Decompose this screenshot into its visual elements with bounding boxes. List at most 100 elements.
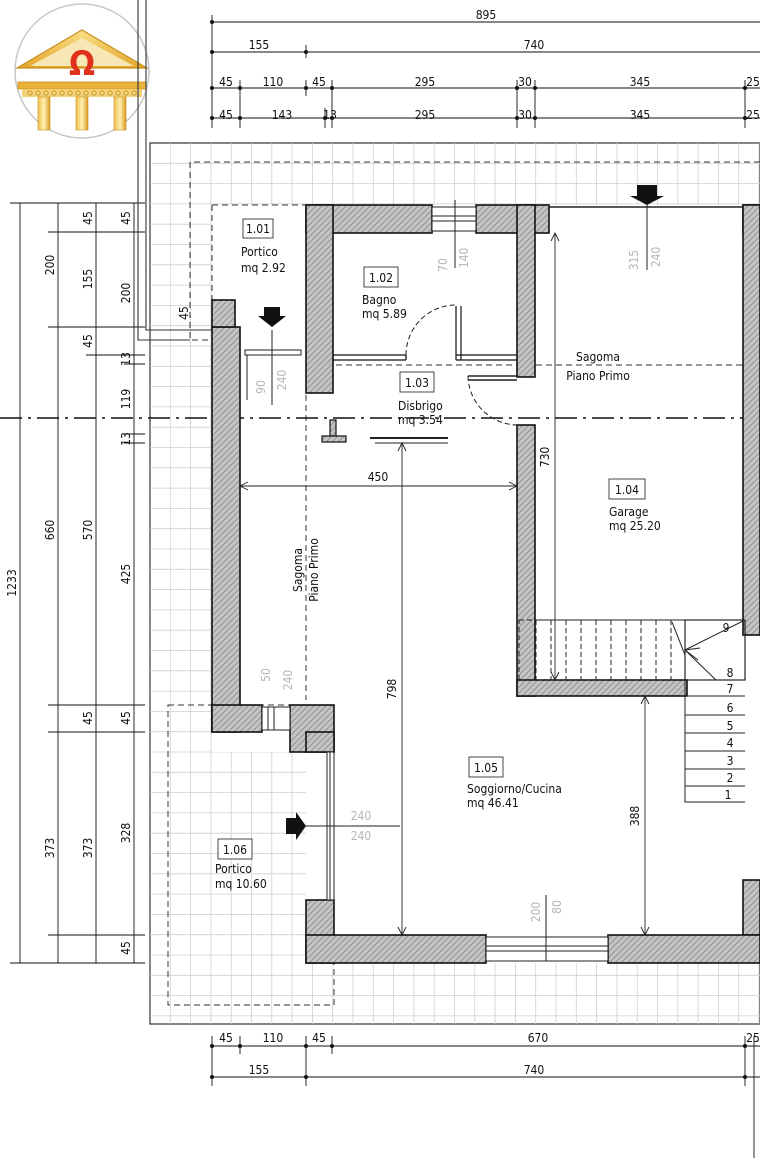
dim-c4-45a: 45: [119, 211, 133, 225]
stair-number-4: 4: [727, 736, 734, 750]
south-window-w: 200: [529, 902, 543, 923]
portico-door-w: 240: [351, 809, 372, 823]
dim-r4-30: 30: [518, 108, 532, 122]
room-1-04: 1.04 Garage mq 25.20: [608, 478, 661, 533]
stair-number-3: 3: [727, 754, 734, 768]
dim-b1-45a: 45: [219, 1031, 233, 1045]
stair-number-7: 7: [727, 682, 734, 696]
dim-c4-13b: 13: [119, 432, 133, 446]
dim-c3-45a: 45: [81, 211, 95, 225]
dim-r4-295: 295: [415, 108, 436, 122]
stair-number-6: 6: [727, 701, 734, 715]
entrance-arrows: [258, 185, 664, 840]
room-area: mq 25.20: [609, 519, 661, 533]
portico-door-h: 240: [351, 829, 372, 843]
bagno-window-h: 140: [457, 248, 471, 269]
stair-numbers: 1 2 3 4 5 6 7 8 9: [723, 621, 734, 802]
svg-text:Piano Primo: Piano Primo: [566, 369, 630, 383]
dim-left-1233: 1233: [5, 569, 19, 596]
sagoma-label-horizontal: Sagoma Piano Primo: [566, 350, 630, 383]
left-dimensions: [10, 202, 145, 964]
interior-dimension-lines: [238, 231, 650, 937]
room-name: Soggiorno/Cucina: [467, 782, 562, 796]
pergola-line: [137, 0, 212, 341]
openings: [244, 195, 745, 962]
dim-c3-570: 570: [81, 520, 95, 541]
garage-door-h: 240: [649, 247, 663, 268]
dim-b1-45b: 45: [312, 1031, 326, 1045]
dim-b2-155: 155: [249, 1063, 270, 1077]
room-1-01: 1.01 Portico mq 2.92: [241, 218, 286, 275]
top-dimensions: [211, 15, 760, 128]
dim-c3-155: 155: [81, 269, 95, 290]
dim-b1-25: 25: [746, 1031, 760, 1045]
dim-c4-45b: 45: [119, 711, 133, 725]
room-area: mq 2.92: [241, 261, 286, 275]
dim-c4-425: 425: [119, 564, 133, 585]
dim-garage-height: 730: [538, 447, 552, 468]
entrance-door-w: 90: [254, 380, 268, 394]
dim-c3-373: 373: [81, 838, 95, 859]
omega-symbol: Ω: [69, 44, 95, 84]
room-name: Bagno: [362, 293, 397, 307]
room-id: 1.03: [405, 376, 429, 390]
terrace-grid: [149, 142, 760, 1025]
dim-r3-45a: 45: [219, 75, 233, 89]
dim-left-373a: 373: [43, 838, 57, 859]
sagoma-label-vertical: Sagoma Piano Primo: [291, 538, 321, 602]
dim-b2-740: 740: [524, 1063, 545, 1077]
dim-r3-30: 30: [518, 75, 532, 89]
room-1-05: 1.05 Soggiorno/Cucina mq 46.41: [467, 756, 562, 810]
dim-top-overall: 895: [476, 8, 497, 22]
room-name: Portico: [215, 862, 252, 876]
room-id: 1.02: [369, 271, 393, 285]
dim-top-155: 155: [249, 38, 270, 52]
entrance-door-h: 240: [275, 370, 289, 391]
dim-r3-110: 110: [263, 75, 284, 89]
dim-b1-110: 110: [263, 1031, 284, 1045]
dim-c4-45c: 45: [119, 941, 133, 955]
svg-text:Sagoma: Sagoma: [291, 548, 305, 592]
dim-left-200: 200: [43, 255, 57, 276]
bottom-dimensions: [211, 1036, 760, 1158]
room-1-03: 1.03 Disbrigo mq 3.54: [398, 371, 443, 427]
room-1-06: 1.06 Portico mq 10.60: [215, 838, 267, 891]
room-name: Disbrigo: [398, 399, 443, 413]
company-logo: Ω: [14, 3, 150, 139]
dim-c4-119: 119: [119, 389, 133, 410]
dim-b1-670: 670: [528, 1031, 549, 1045]
svg-text:Sagoma: Sagoma: [576, 350, 620, 364]
room-area: mq 5.89: [362, 307, 407, 321]
dim-living-right: 388: [628, 806, 642, 827]
room-area: mq 46.41: [467, 796, 519, 810]
dim-left-small-45: 45: [177, 306, 191, 320]
dim-r4-13: 13: [323, 108, 337, 122]
dim-c4-328: 328: [119, 823, 133, 844]
dim-c3-45b: 45: [81, 334, 95, 348]
dim-c4-200: 200: [119, 283, 133, 304]
door-swings: [405, 304, 518, 426]
bagno-window-w: 70: [436, 258, 450, 272]
dim-r4-345: 345: [630, 108, 651, 122]
bagno-partitions: [333, 306, 517, 361]
room-name: Portico: [241, 245, 278, 259]
dim-r3-295: 295: [415, 75, 436, 89]
stair-number-8: 8: [727, 666, 734, 680]
south-window-h: 80: [550, 900, 564, 914]
dim-r4-45: 45: [219, 108, 233, 122]
room-area: mq 3.54: [398, 413, 443, 427]
room-id: 1.04: [615, 483, 639, 497]
stair-number-9: 9: [723, 621, 730, 635]
opening-labels: 70 140 315 240 90 240 50 240 240 240 200…: [254, 247, 663, 923]
dim-r4-25: 25: [746, 108, 760, 122]
dim-c3-45c: 45: [81, 711, 95, 725]
room-id: 1.05: [474, 761, 498, 775]
dim-top-740: 740: [524, 38, 545, 52]
dim-c4-13a: 13: [119, 352, 133, 366]
room-area: mq 10.60: [215, 877, 267, 891]
dim-r3-345: 345: [630, 75, 651, 89]
west-window-w: 50: [259, 668, 273, 682]
dim-living-height: 798: [385, 679, 399, 700]
dim-r4-143: 143: [272, 108, 293, 122]
